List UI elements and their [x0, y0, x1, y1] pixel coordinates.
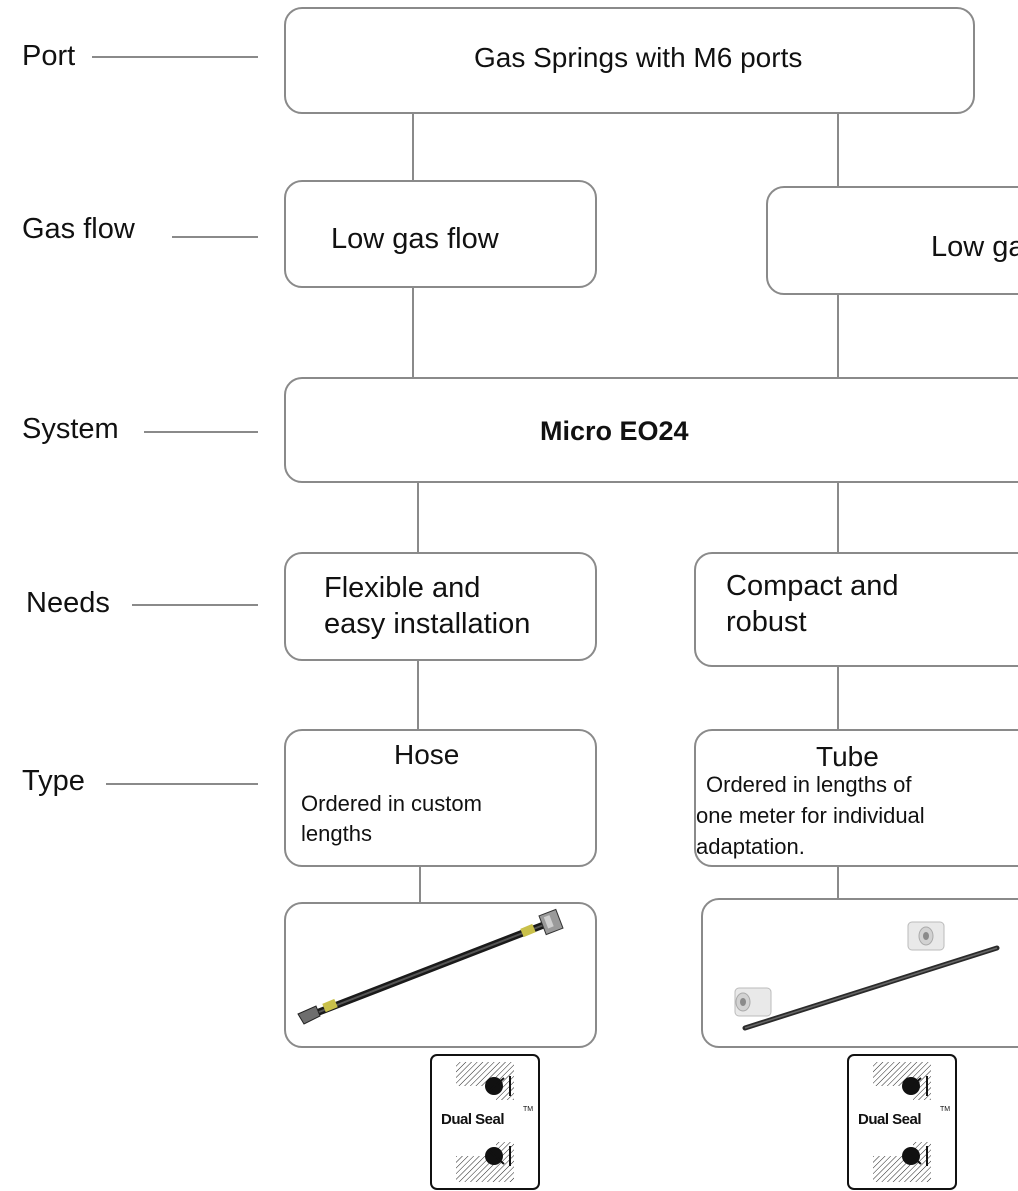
dual-seal-icon [873, 1062, 931, 1182]
tube-fitting-top [907, 921, 945, 951]
hose-image-box [284, 902, 597, 1048]
needs-box-right-line1: Compact and [726, 570, 899, 602]
dual-seal-label: Dual Seal [858, 1111, 922, 1128]
level-label-port: Port [22, 40, 76, 72]
level-label-system: System [22, 413, 119, 445]
port-box: Gas Springs with M6 ports [284, 7, 975, 114]
hose-fitting-right [520, 923, 536, 938]
hose-illustration [297, 908, 564, 1025]
needs-box-left-line1: Flexible and [324, 572, 481, 604]
tube-image-box [701, 898, 1018, 1048]
dual-seal-tm: TM [523, 1106, 534, 1113]
dual-seal-tm: TM [940, 1106, 951, 1113]
dual-seal-badge-hose: Dual Seal TM [430, 1054, 540, 1190]
dual-seal-icon [456, 1062, 514, 1182]
needs-box-right: Compact and robust [694, 552, 1018, 667]
type-box-tube-title: Tube [816, 741, 879, 772]
needs-box-left: Flexible and easy installation [284, 552, 597, 661]
type-box-hose: Hose Ordered in custom lengths [284, 729, 597, 867]
type-box-tube-desc3: adaptation. [696, 834, 805, 859]
type-box-tube-desc2: one meter for individual [696, 803, 925, 828]
type-box-hose-title: Hose [394, 739, 460, 770]
type-box-hose-desc1: Ordered in custom [301, 791, 482, 816]
tube-illustration [734, 921, 1000, 1031]
needs-box-right-line2: robust [726, 606, 807, 638]
system-box: Micro EO24 [284, 377, 1018, 483]
hose-fitting-left [322, 998, 338, 1013]
gas-flow-box-left: Low gas flow [284, 180, 597, 288]
type-box-hose-desc2: lengths [301, 821, 372, 846]
system-box-text: Micro EO24 [540, 416, 689, 446]
level-label-needs: Needs [26, 587, 110, 619]
port-box-text: Gas Springs with M6 ports [474, 42, 803, 73]
type-box-tube: Tube Ordered in lengths of one meter for… [694, 729, 1018, 867]
gas-flow-box-right: Low ga [766, 186, 1018, 295]
needs-box-left-line2: easy installation [324, 608, 531, 640]
dual-seal-badge-tube: Dual Seal TM [847, 1054, 957, 1190]
level-label-gas-flow: Gas flow [22, 213, 135, 245]
gas-flow-box-right-text: Low ga [931, 231, 1018, 263]
dual-seal-label: Dual Seal [441, 1111, 505, 1128]
level-label-type: Type [22, 765, 85, 797]
gas-flow-box-left-text: Low gas flow [331, 223, 499, 255]
tube-fitting-left [734, 987, 772, 1017]
type-box-tube-desc1: Ordered in lengths of [706, 772, 912, 797]
